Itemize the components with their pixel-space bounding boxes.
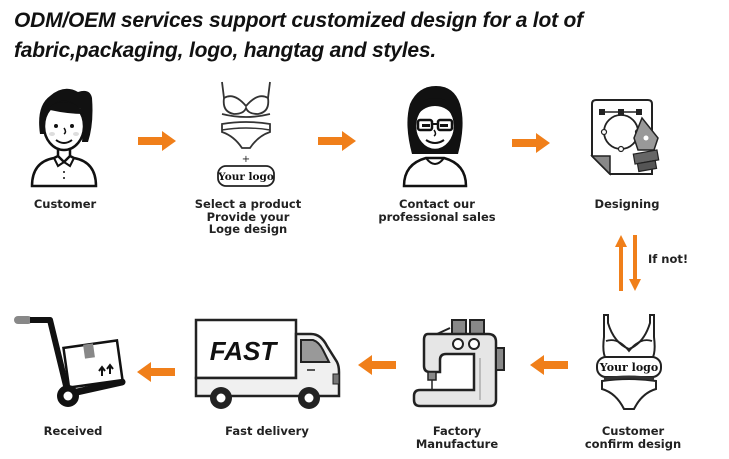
step-select-product: + Your logo [214,80,278,190]
loop-note: If not! [648,252,689,266]
title-line-1: ODM/OEM services support customized desi… [14,9,583,32]
step-label-customer-confirm: Customer confirm design [584,424,682,451]
step-label-received: Received [43,424,103,438]
arrow-right-icon [138,131,176,151]
step-label-select-product: Select a product Provide your Loge desig… [194,197,302,236]
woman-ponytail-icon [30,88,98,188]
svg-text:FAST: FAST [210,336,279,366]
page-title: ODM/OEM services support customized desi… [14,6,583,66]
svg-text:+: + [242,154,250,165]
arrow-right-icon [318,131,356,151]
step-fast-delivery: FAST [193,318,343,410]
step-label-designing: Designing [594,197,660,211]
step-label-factory: Factory Manufacture [415,424,499,451]
svg-text:Your logo: Your logo [599,361,658,374]
step-label-customer: Customer [33,197,97,211]
step-factory [410,318,506,410]
step-customer [28,84,100,188]
arrow-left-icon [358,355,396,375]
arrow-left-icon [530,355,568,375]
woman-glasses-icon [402,86,468,188]
sewing-machine-icon [412,319,505,408]
step-label-fast-delivery: Fast delivery [225,424,309,438]
svg-text:Your logo: Your logo [217,171,274,183]
lingerie-set-logo-icon: Your logo [596,314,662,410]
delivery-truck-icon: FAST [194,318,341,409]
step-received [10,310,128,410]
up-down-arrows-icon [615,235,641,291]
lingerie-with-logo-icon: + Your logo [217,81,275,187]
hand-truck-box-icon [14,316,126,407]
step-label-contact-sales: Contact our professional sales [378,197,496,224]
step-designing [590,98,670,180]
step-contact-sales [398,84,472,188]
step-customer-confirm: Your logo [594,313,664,413]
arrow-right-icon [512,133,550,153]
vector-pen-document-icon [590,99,660,176]
title-line-2: fabric,packaging, logo, hangtag and styl… [14,39,436,62]
arrow-left-icon [137,362,175,382]
